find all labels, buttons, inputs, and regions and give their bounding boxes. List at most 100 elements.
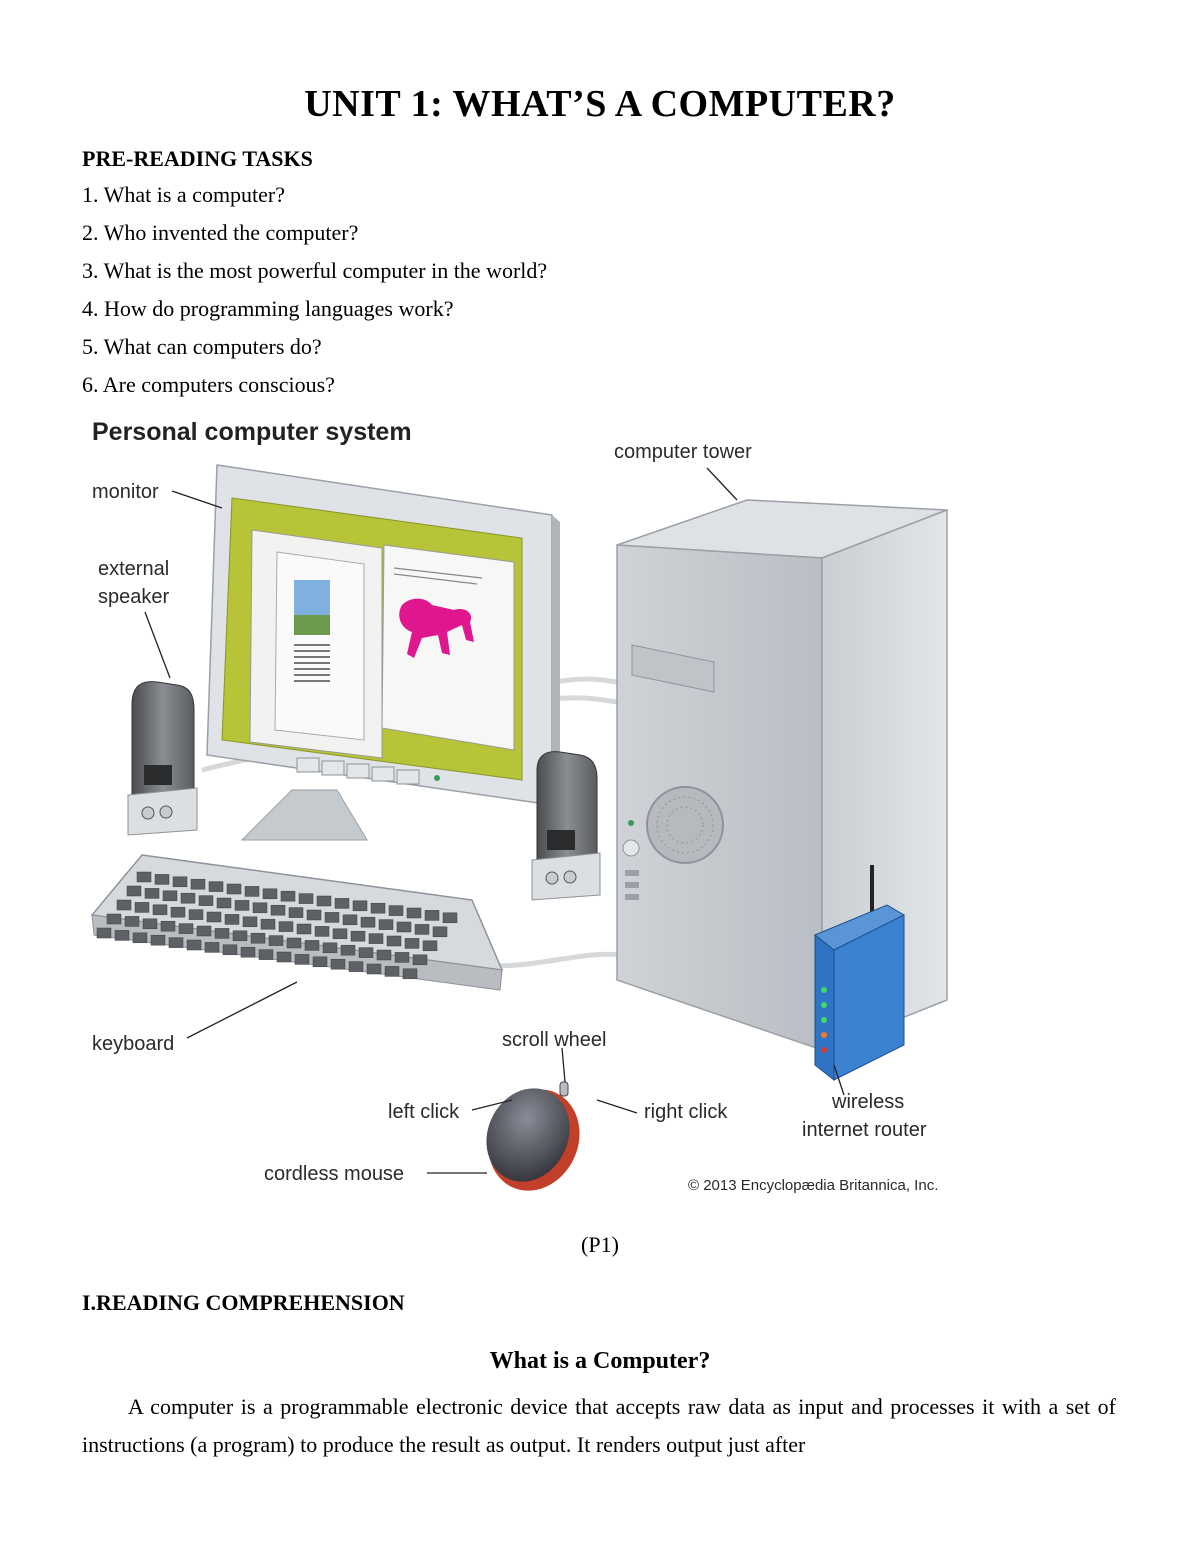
keyboard-key [216,897,232,909]
keyboard-key [136,871,152,883]
question-item: 3. What is the most powerful computer in… [82,258,548,283]
keyboard-key [180,892,196,904]
keyboard-key [304,940,320,951]
keyboard-key [160,920,176,932]
keyboard-key [260,918,276,930]
question-item: 4. How do programming languages work? [82,296,454,321]
keyboard-key [432,926,448,938]
keyboard-key [126,885,142,897]
keyboard-key [224,914,240,925]
keyboard-key [250,932,266,944]
keyboard-key [270,904,286,916]
article-paragraph: A computer is a programmable electronic … [82,1394,1116,1457]
keyboard-key [306,909,322,921]
wireless-router [814,865,906,1082]
keyboard-key [376,949,392,961]
keyboard-key [414,924,430,935]
keyboard-key [244,886,260,897]
keyboard-key [268,935,284,946]
keyboard-key [334,898,350,909]
keyboard-key [360,916,376,928]
computer-illustration: Personal computer system [90,418,948,1194]
keyboard-key [144,888,160,899]
keyboard-key [168,937,184,948]
keyboard-key [178,923,194,934]
keyboard-key [106,913,122,925]
keyboard-key [324,912,340,923]
question-item: 5. What can computers do? [82,334,322,359]
computer-tower [616,499,948,1052]
keyboard-key [142,918,158,930]
figure-caption: (P1) [581,1232,619,1257]
keyboard-key [388,905,404,916]
keyboard-key [378,919,394,930]
keyboard-key [296,923,312,935]
keyboard-key [132,932,148,944]
left-speaker [127,681,198,836]
keyboard-key [150,934,166,946]
keyboard-key [402,968,418,980]
figure-labels: monitor external speaker computer tower … [92,441,938,1194]
keyboard-key [204,942,220,953]
pre-reading-questions: 1. What is a computer? 2. Who invented t… [82,180,547,408]
label-router-2: internet router [802,1119,927,1141]
keyboard-key [394,952,410,963]
keyboard-key [240,946,256,958]
keyboard-key [322,942,338,954]
keyboard-key [396,921,412,933]
keyboard-key [134,902,150,913]
keyboard-key [154,874,170,885]
computer-system-figure: Personal computer system [82,410,982,1210]
keyboard-key [298,893,314,904]
label-computer-tower: computer tower [614,441,752,463]
keyboard-key [332,928,348,940]
reading-heading: I.READING COMPREHENSION [82,1290,405,1315]
keyboard-key [252,902,268,914]
keyboard-key [188,909,204,920]
article-title: What is a Computer? [489,1348,711,1374]
keyboard-key [96,927,112,939]
keyboard-key [288,907,304,918]
question-item: 2. Who invented the computer? [82,220,359,245]
leader-lines [144,467,845,1174]
keyboard-key [198,895,214,906]
keyboard-key [340,944,356,956]
keyboard-key [370,902,386,914]
keyboard-key [232,930,248,942]
keyboard-key [214,928,230,939]
cordless-mouse [486,1081,580,1191]
keyboard-key [314,926,330,937]
keyboard-key [116,899,132,911]
keyboard-key [316,895,332,907]
keyboard-key [312,956,328,968]
keyboard-key [294,954,310,965]
keyboard-key [186,939,202,951]
keyboard-key [276,951,292,963]
keyboard-key [442,912,458,924]
pre-reading-heading: PRE-READING TASKS [82,146,313,171]
keyboard-key [242,916,258,928]
keyboard-key [162,890,178,902]
keyboard-key [196,925,212,937]
figure-credit: © 2013 Encyclopædia Britannica, Inc. [688,1177,938,1194]
label-cordless-mouse: cordless mouse [264,1163,404,1185]
keyboard-key [258,949,274,960]
keyboard-key [386,935,402,947]
keyboard-key [124,916,140,927]
keyboard-key [350,930,366,942]
unit-title: UNIT 1: WHAT’S A COMPUTER? [304,83,896,125]
keyboard-key [234,900,250,911]
label-keyboard: keyboard [92,1033,174,1055]
keyboard-key [262,888,278,900]
label-right-click: right click [644,1101,728,1123]
keyboard-key [384,966,400,977]
keyboard-key [172,876,188,888]
keyboard-key [348,961,364,972]
keyboard-key [352,900,368,912]
keyboard-key [406,907,422,919]
keyboard-key [358,947,374,958]
keyboard-key [404,938,420,949]
keyboard-key [222,944,238,956]
keyboard-key [206,911,222,923]
